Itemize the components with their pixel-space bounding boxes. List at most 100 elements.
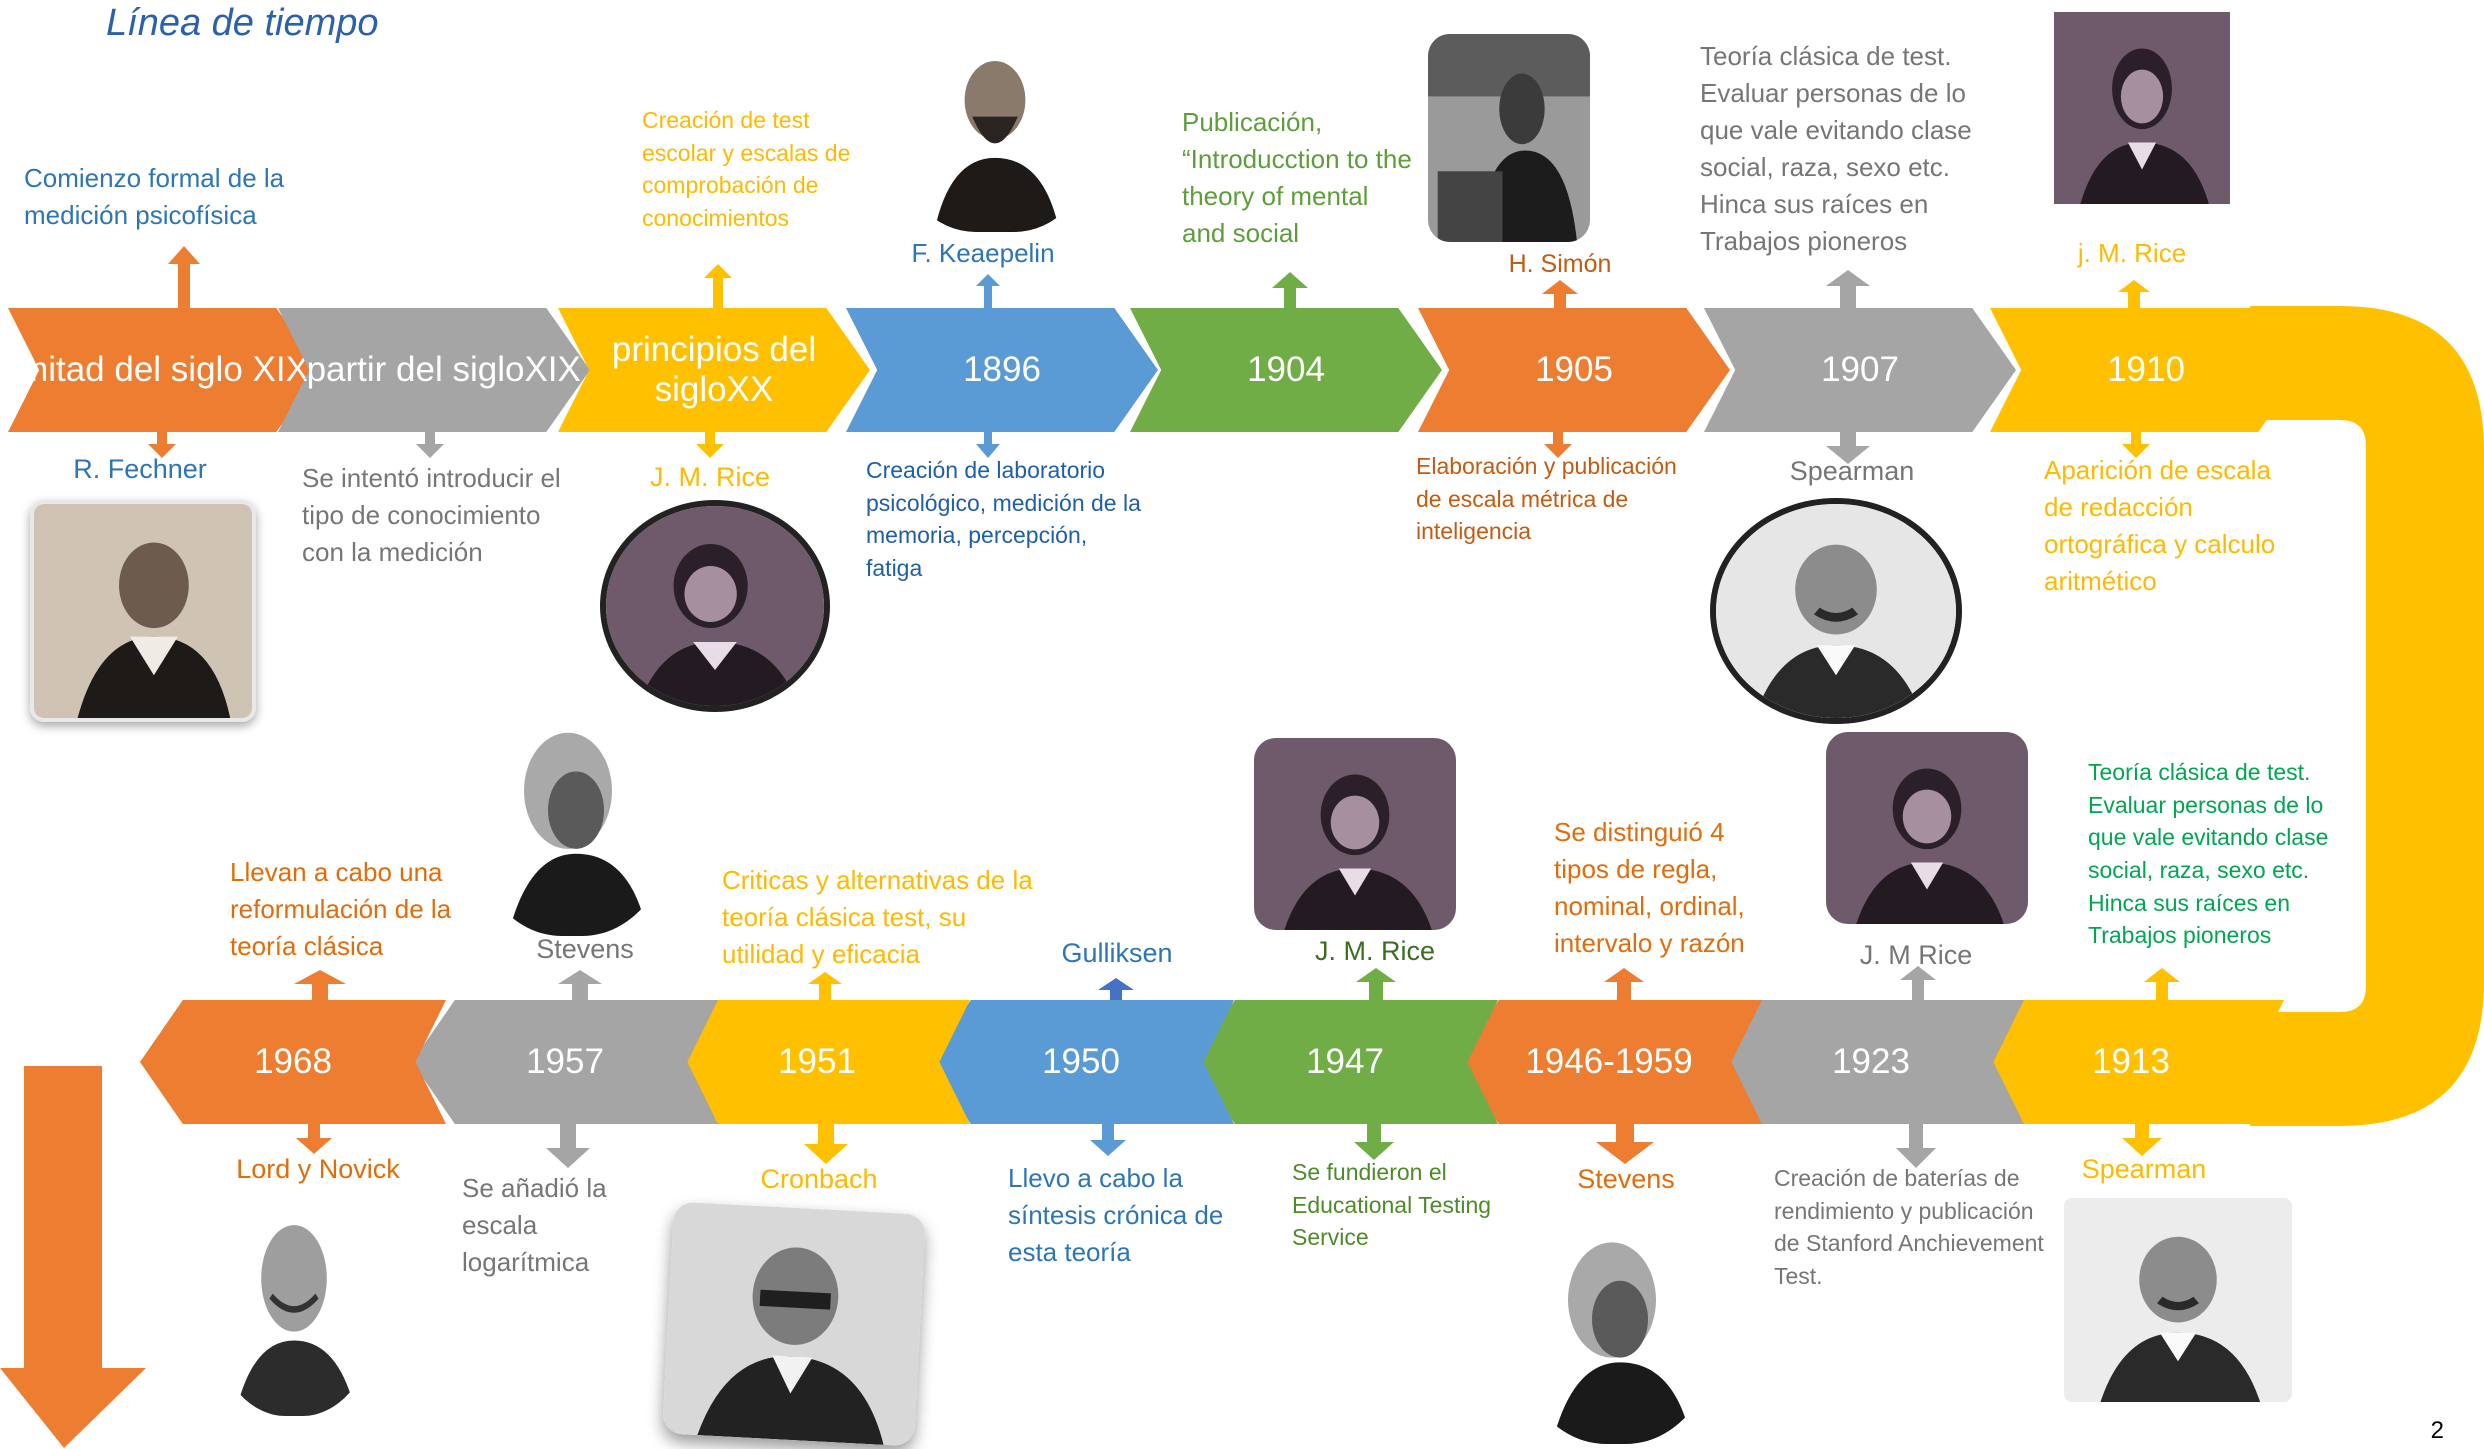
chevron-label: mitad del siglo XIX	[19, 349, 309, 389]
portrait-keaepelin	[900, 26, 1090, 232]
text-apartir-xix-below: Se intentó introducir el tipo de conocim…	[302, 463, 561, 567]
chevron-label: apartir del sigloXIX	[287, 349, 581, 389]
chevron-label: 1907	[1821, 349, 1899, 389]
label-rice-1947: J. M. Rice	[1314, 936, 1435, 966]
chevron-label: 1947	[1306, 1041, 1384, 1081]
u-turn-connector	[2250, 306, 2484, 1126]
chevron-1910: 1910	[1990, 308, 2302, 432]
text-1910-below: Aparición de escala de redacción ortográ…	[2044, 455, 2276, 596]
arrow-up-icon	[558, 970, 602, 1000]
arrow-up-icon	[1272, 272, 1308, 308]
chevron-mid-xix: mitad del siglo XIX	[8, 308, 320, 432]
arrow-up-icon	[1900, 966, 1936, 1000]
label-rice-top: J. M. Rice	[649, 462, 770, 492]
label-lord-novick: Lord y Novick	[236, 1154, 400, 1184]
label-simon: H. Simón	[1508, 250, 1612, 278]
arrow-up-icon	[2144, 968, 2180, 1000]
arrow-down-icon	[2122, 432, 2150, 458]
text-1950-below: Llevo a cabo la síntesis crónica de esta…	[1008, 1163, 1224, 1267]
chevron-label: 1913	[2092, 1041, 2170, 1081]
portrait-rice-circle	[600, 500, 830, 712]
portrait-spearman-1913	[2064, 1198, 2292, 1402]
label-gulliksen: Gulliksen	[1061, 938, 1173, 968]
chevron-1896: 1896	[846, 308, 1158, 432]
label-keaepelin: F. Keaepelin	[911, 238, 1055, 268]
arrow-up-icon	[1098, 978, 1134, 1000]
chevron-1913: 1913	[1978, 1000, 2284, 1124]
label-spearman-top: Spearman	[1789, 456, 1915, 486]
chevron-label: 1910	[2107, 349, 2185, 389]
chevron-apartir-xix: apartir del sigloXIX	[278, 308, 590, 432]
portrait-stevens-1957	[472, 694, 672, 936]
text-1896-below: Creación de laboratorio psicológico, med…	[866, 457, 1141, 581]
label-spearman-1913: Spearman	[2081, 1154, 2207, 1184]
arrow-down-icon	[416, 432, 444, 458]
chevron-label: 1957	[526, 1041, 604, 1081]
chevron-1904: 1904	[1130, 308, 1442, 432]
label-rice-1923: J. M Rice	[1859, 940, 1973, 970]
chevron-label: 1905	[1535, 349, 1613, 389]
chevron-1951: 1951	[664, 1000, 970, 1124]
chevron-label: 1968	[254, 1041, 332, 1081]
chevron-1905: 1905	[1418, 308, 1730, 432]
chevron-label: 1950	[1042, 1041, 1120, 1081]
chevron-label: 1946-1959	[1525, 1041, 1693, 1081]
text-mid-xix-above: Comienzo formal de la medición psicofísi…	[24, 163, 285, 230]
chevron-label: 1904	[1247, 349, 1325, 389]
arrow-up-icon	[976, 274, 1000, 308]
text-1905-below: Elaboración y publicación de escala métr…	[1416, 453, 1677, 545]
arrow-down-icon	[1090, 1124, 1126, 1156]
chevron-label: principios del sigloXX	[611, 329, 817, 409]
arrow-up-icon	[1826, 270, 1870, 308]
portrait-lord-novick	[212, 1194, 376, 1416]
chevron-label: 1896	[963, 349, 1041, 389]
chevron-1947: 1947	[1192, 1000, 1498, 1124]
arrow-down-icon	[1896, 1124, 1936, 1168]
chevron-1923: 1923	[1718, 1000, 2024, 1124]
arrow-up-icon	[1604, 968, 1644, 1000]
portrait-fechner	[30, 500, 256, 722]
portrait-spearman-circle	[1710, 498, 1962, 724]
portrait-simon	[1428, 34, 1590, 242]
arrow-down-icon	[2122, 1124, 2162, 1156]
chevron-principios-xx: principios del sigloXX	[558, 308, 870, 432]
arrow-down-icon	[1354, 1124, 1394, 1160]
arrow-up-icon	[704, 264, 732, 308]
portrait-rice-1947	[1254, 738, 1456, 930]
portrait-rice-1923	[1826, 732, 2028, 924]
text-principios-xx-above: Creación de test escolar y escalas de co…	[642, 107, 851, 231]
arrow-up-icon	[2118, 280, 2150, 308]
text-1913-above: Teoría clásica de test. Evaluar personas…	[2088, 759, 2329, 949]
chevron-label: 1951	[778, 1041, 856, 1081]
portrait-stevens-1946	[1516, 1204, 1716, 1444]
label-stevens-1946: Stevens	[1577, 1164, 1675, 1194]
chevron-1907: 1907	[1704, 308, 2016, 432]
text-1923-below: Creación de baterías de rendimiento y pu…	[1774, 1165, 2044, 1289]
text-1947-below: Se fundieron el Educational Testing Serv…	[1292, 1159, 1492, 1251]
page-title: Línea de tiempo	[106, 2, 379, 44]
chevron-1946-1959: 1946-1959	[1456, 1000, 1762, 1124]
arrow-up-icon	[808, 972, 842, 1000]
text-1946-above: Se distinguió 4 tipos de regla, nominal,…	[1554, 817, 1745, 958]
arrow-up-icon	[1356, 968, 1396, 1000]
text-1957-below: Se añadió la escala logarítmica	[462, 1173, 607, 1277]
chevron-1957: 1957	[412, 1000, 718, 1124]
arrow-down-icon	[1826, 432, 1870, 464]
text-1968-above: Llevan a cabo una reformulación de la te…	[230, 857, 452, 961]
chevron-1950: 1950	[928, 1000, 1234, 1124]
page-number: 2	[2430, 1417, 2444, 1444]
text-1904-above: Publicación, “Introducction to the theor…	[1182, 107, 1412, 248]
chevron-1968: 1968	[140, 1000, 446, 1124]
arrow-up-icon	[294, 970, 346, 1000]
portrait-cronbach	[662, 1201, 926, 1447]
arrow-down-icon	[1596, 1124, 1654, 1164]
text-1907-above: Teoría clásica de test. Evaluar personas…	[1700, 41, 1972, 256]
text-1951-above: Criticas y alternativas de la teoría clá…	[722, 865, 1033, 969]
arrow-up-icon	[168, 246, 200, 308]
label-stevens-1957: Stevens	[536, 934, 634, 964]
label-rice-1910: j. M. Rice	[2077, 238, 2187, 268]
continue-down-arrow-icon	[0, 1066, 146, 1448]
arrow-down-icon	[148, 432, 176, 458]
portrait-rice-1910	[2054, 12, 2230, 204]
label-cronbach: Cronbach	[760, 1164, 878, 1194]
